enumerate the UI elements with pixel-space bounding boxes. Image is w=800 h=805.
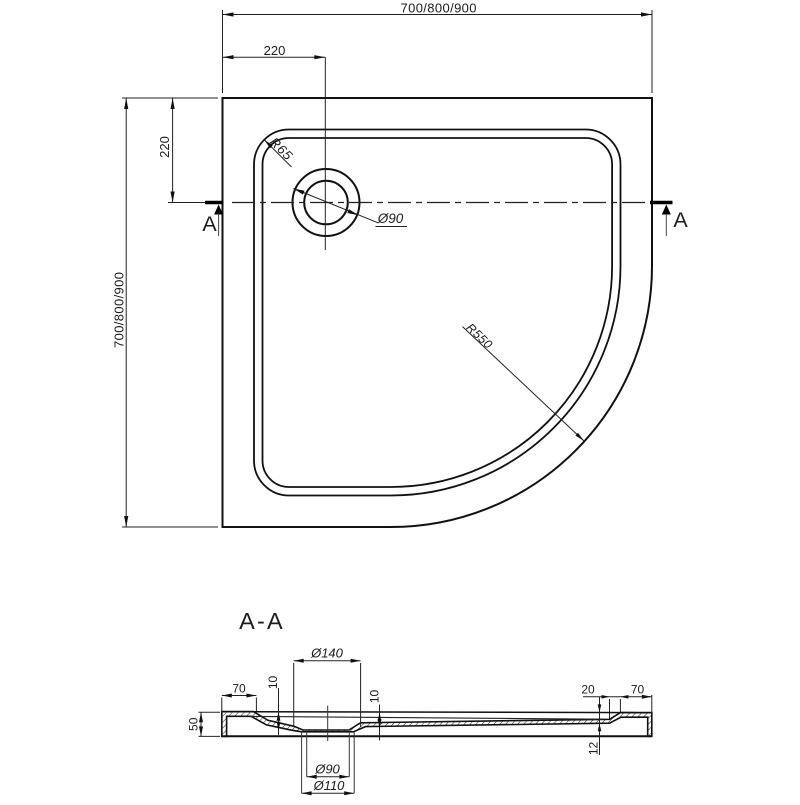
svg-text:10: 10 xyxy=(266,676,280,690)
svg-text:Ø110: Ø110 xyxy=(313,778,346,793)
svg-text:700/800/900: 700/800/900 xyxy=(112,272,127,348)
svg-text:700/800/900: 700/800/900 xyxy=(401,1,477,16)
svg-text:12: 12 xyxy=(587,742,601,756)
svg-text:Ø140: Ø140 xyxy=(310,646,344,661)
svg-text:50: 50 xyxy=(187,717,201,731)
svg-text:A-A: A-A xyxy=(239,608,285,634)
svg-text:10: 10 xyxy=(368,690,382,704)
svg-text:A: A xyxy=(202,212,217,236)
svg-text:20: 20 xyxy=(581,683,595,697)
svg-text:220: 220 xyxy=(264,43,286,58)
svg-text:A: A xyxy=(673,208,688,232)
svg-text:220: 220 xyxy=(157,136,172,158)
svg-text:70: 70 xyxy=(631,683,645,697)
svg-text:Ø90: Ø90 xyxy=(377,211,404,226)
svg-text:70: 70 xyxy=(232,682,246,696)
svg-text:Ø90: Ø90 xyxy=(314,762,340,777)
